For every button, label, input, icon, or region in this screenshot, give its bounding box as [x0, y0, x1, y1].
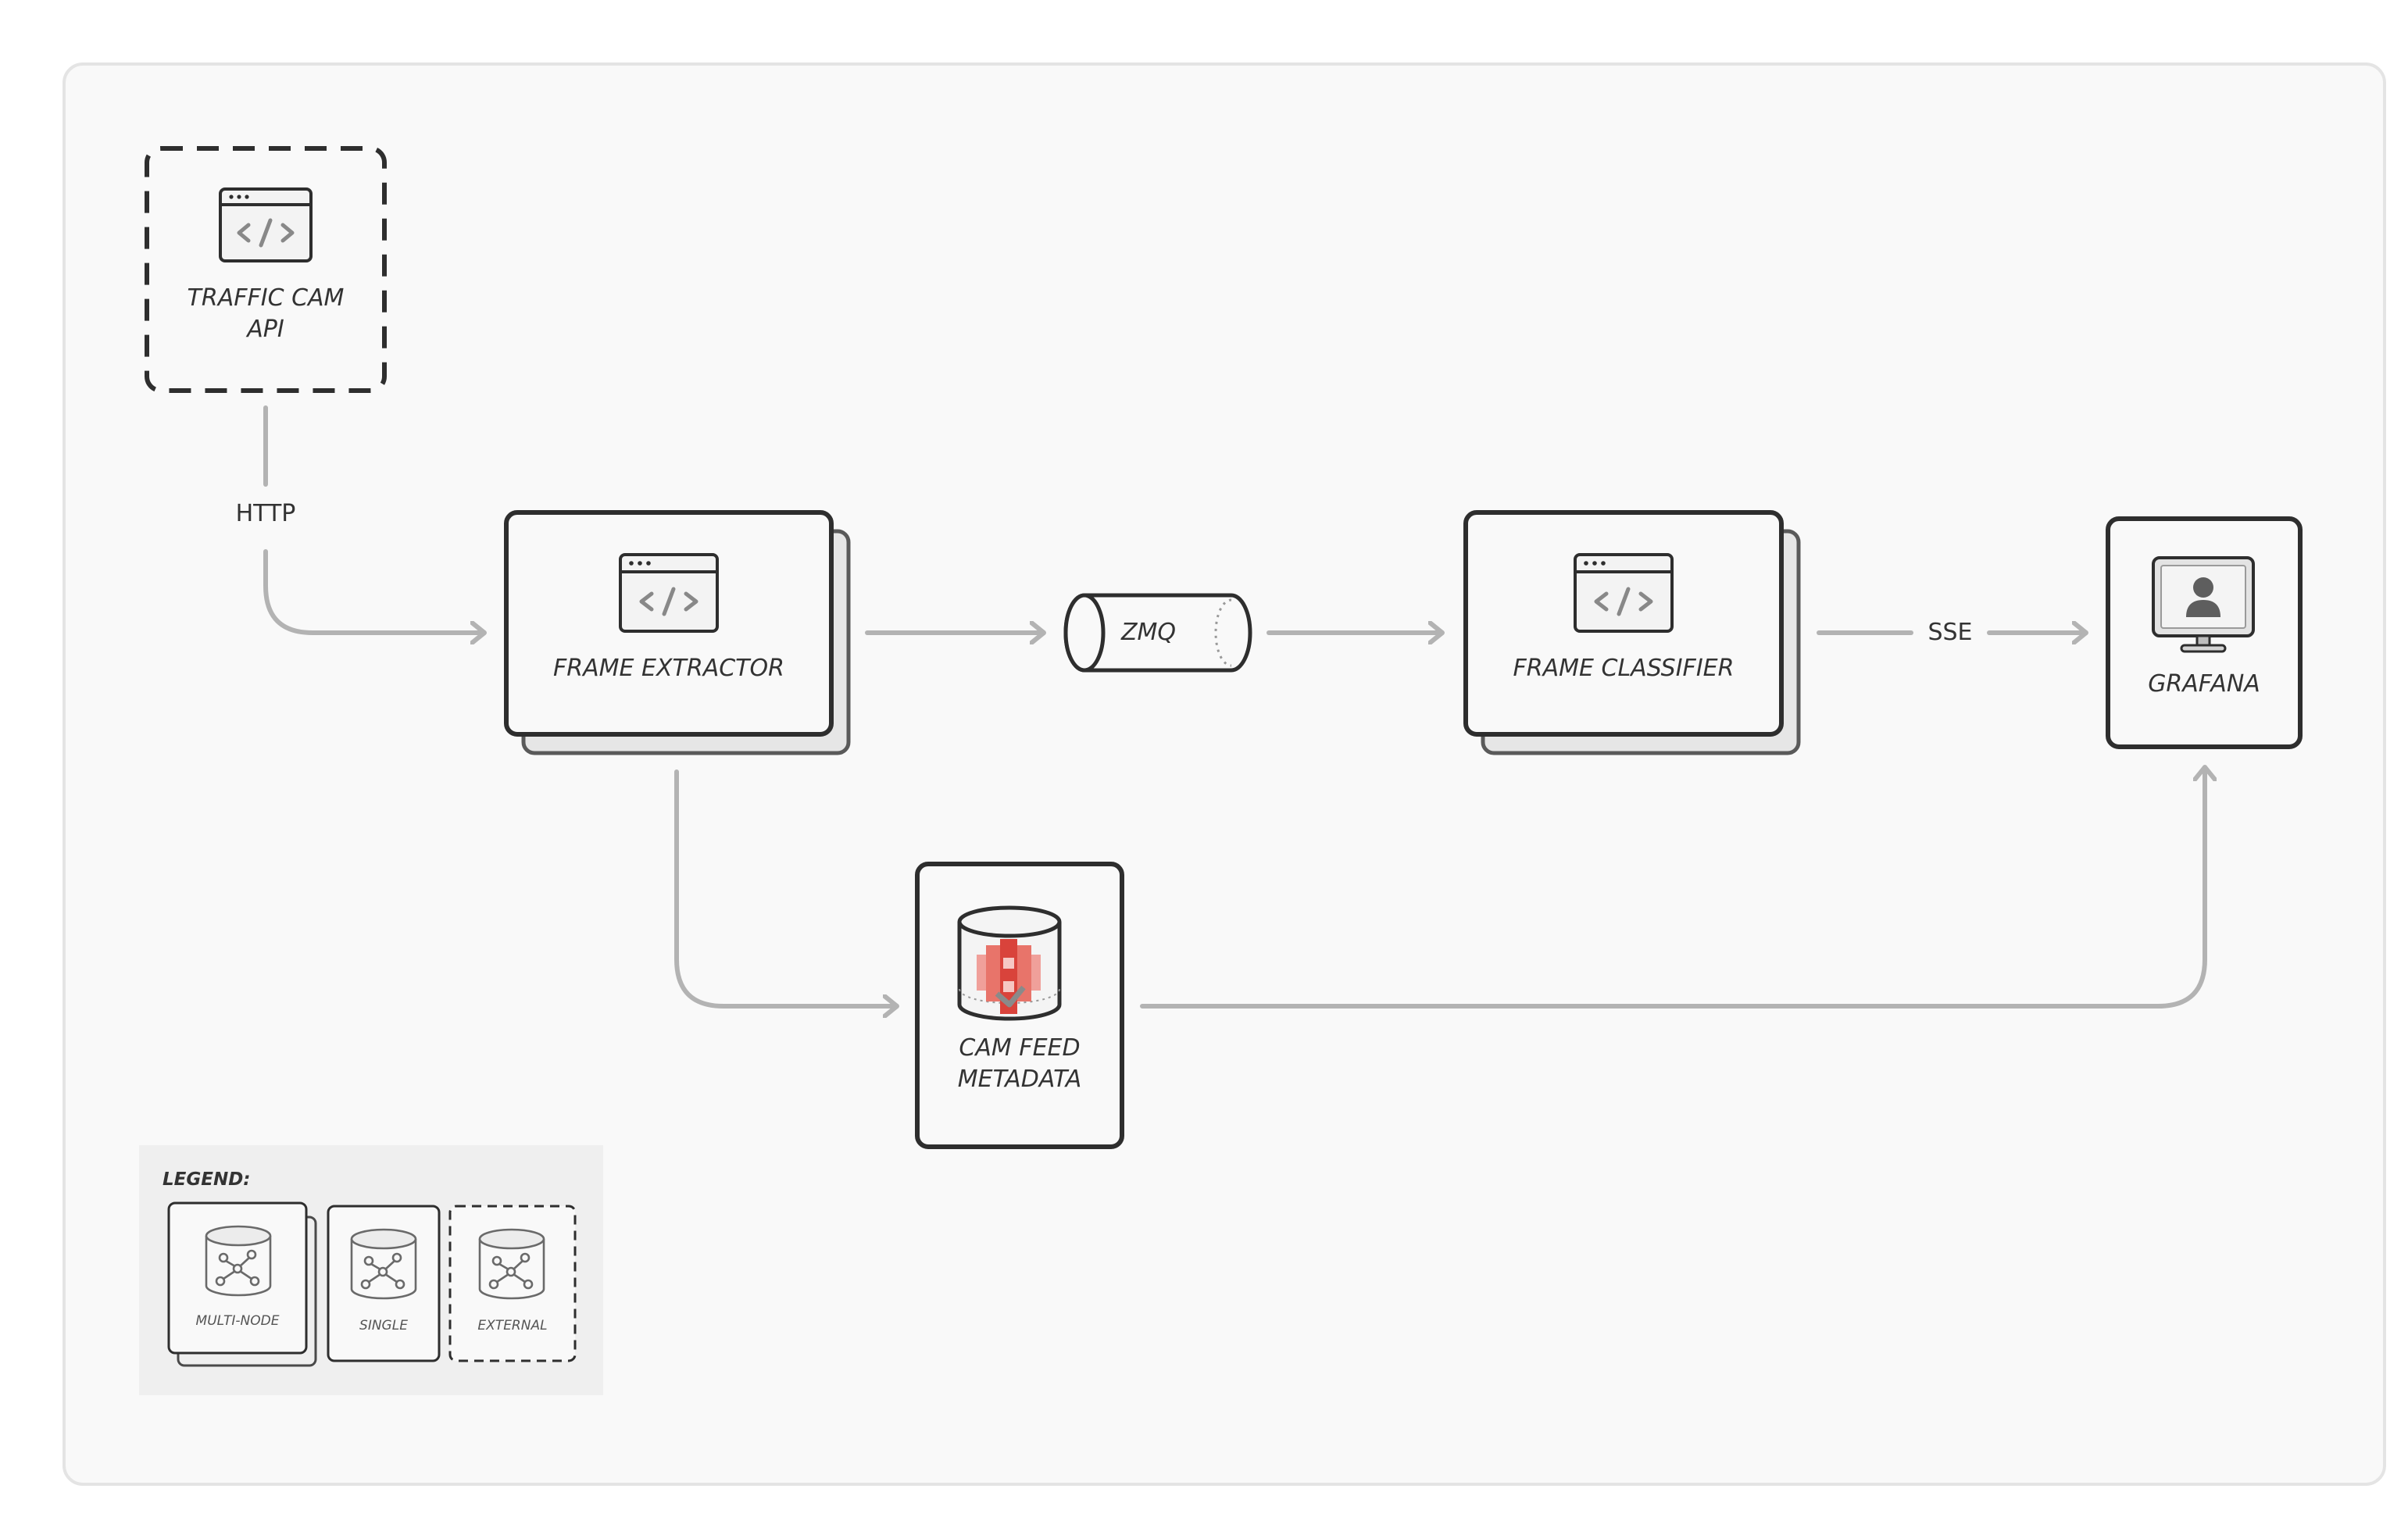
legend-label-multi-node: MULTI-NODE: [195, 1313, 280, 1329]
cam-feed-metadata-label-line1: CAM FEED: [959, 1034, 1081, 1062]
database-network-icon: [205, 1225, 272, 1297]
code-window-icon: [219, 187, 313, 262]
traffic-cam-api-label-line1: TRAFFIC CAM: [187, 284, 345, 312]
zmq-label: ZMQ: [1120, 619, 1177, 646]
legend-item-single: [327, 1205, 441, 1362]
edge-http-lower: [263, 549, 487, 633]
frame-classifier-label: FRAME CLASSIFIER: [1513, 655, 1735, 682]
node-cam-feed-metadata[interactable]: [915, 862, 1124, 1149]
monitor-user-icon: [2152, 556, 2255, 653]
frame-extractor-label: FRAME EXTRACTOR: [553, 655, 784, 682]
cam-feed-metadata-label-line2: METADATA: [957, 1066, 1082, 1093]
edge-label-sse: SSE: [1927, 619, 1973, 646]
database-network-icon: [478, 1228, 545, 1300]
legend-item-external: [448, 1205, 577, 1362]
edge-metadata-grafana: [1140, 765, 2205, 1009]
database-network-icon: [350, 1228, 417, 1300]
node-frame-extractor[interactable]: [504, 510, 851, 755]
legend-title: LEGEND:: [163, 1169, 251, 1190]
edge-extractor-metadata: [674, 769, 899, 1006]
node-frame-classifier[interactable]: [1463, 510, 1801, 755]
legend-label-external: EXTERNAL: [477, 1318, 548, 1333]
cylinder-queue-icon: [1214, 598, 1232, 667]
grafana-label: GRAFANA: [2148, 670, 2260, 698]
diagram-panel: [63, 62, 2386, 1486]
legend-item-multi-node: [167, 1201, 317, 1367]
node-zmq[interactable]: [1063, 593, 1252, 673]
edge-label-http: HTTP: [235, 500, 296, 527]
legend-label-single: SINGLE: [359, 1318, 408, 1333]
database-redshift-icon: [957, 905, 1062, 1021]
code-window-icon: [619, 553, 719, 633]
node-grafana[interactable]: [2106, 516, 2303, 749]
legend: [139, 1145, 603, 1395]
code-window-icon: [1574, 553, 1674, 633]
node-traffic-cam-api[interactable]: [145, 146, 387, 393]
traffic-cam-api-label-line2: API: [247, 316, 284, 343]
